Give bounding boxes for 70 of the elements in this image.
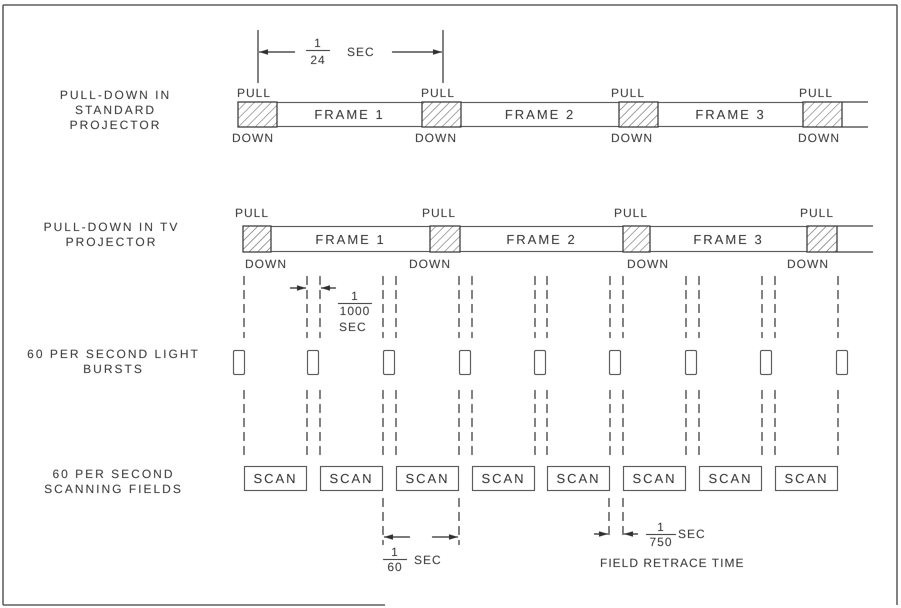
light-burst-box [685,350,697,375]
scan-label: SCAN [632,471,677,486]
fraction-denominator: 1000 [338,304,372,318]
pull-label: PULL [422,206,456,220]
down-label: DOWN [611,131,653,145]
scan-field-box [699,466,762,491]
scan-field-box [472,466,535,491]
film-frame-band [650,226,807,252]
down-label: DOWN [245,257,287,271]
film-frame-band [277,102,422,127]
scan-field-box [547,466,610,491]
frame-label: FRAME 3 [695,107,766,122]
unit-label: SEC [414,553,442,567]
scan-field-box [396,466,459,491]
scan-field-box [244,466,307,491]
pull-label: PULL [421,86,456,100]
pull-label: PULL [800,206,834,220]
fraction-numerator: 1 [383,545,407,560]
pull-label: PULL [799,86,834,100]
scan-field-box [775,466,838,491]
unit-label: SEC [339,320,367,334]
pull-label: PULL [614,206,648,220]
light-burst-box [836,350,848,375]
down-label: DOWN [787,257,829,271]
scan-label: SCAN [556,471,601,486]
light-burst-box [383,350,395,375]
unit-label: SEC [678,527,706,541]
pull-label: PULL [235,206,270,220]
film-frame-band [460,226,623,252]
film-frame-band [271,226,430,252]
scan-field-box [320,466,383,491]
fraction-denominator: 60 [386,560,404,574]
down-label: DOWN [415,131,457,145]
row-label: PULL-DOWN IN TV PROJECTOR [42,220,180,250]
light-burst-box [760,350,772,375]
fraction-numerator: 1 [646,520,676,535]
film-frame-band [658,102,803,127]
frame-label: FRAME 1 [315,232,386,246]
down-label: DOWN [627,257,669,271]
down-label: DOWN [409,257,451,271]
fraction-numerator: 1 [338,289,372,304]
fraction-denominator: 750 [648,535,674,549]
frame-label: FRAME 3 [693,232,764,246]
light-burst-box [609,350,621,375]
down-label: DOWN [232,131,274,145]
row-label: PULL-DOWN IN STANDARD PROJECTOR [58,88,172,133]
light-burst-box [534,350,546,375]
frame-label: FRAME 2 [504,107,576,122]
scan-label: SCAN [405,471,450,486]
fraction-numerator: 1 [306,36,330,51]
down-label: DOWN [798,131,840,145]
unit-label: SEC [347,45,375,59]
fraction-denominator: 24 [309,53,327,67]
scan-label: SCAN [708,471,753,486]
light-burst-box [307,350,319,375]
frame-label: FRAME 1 [314,107,385,122]
pull-label: PULL [237,86,272,100]
row-label: 60 PER SECOND SCANNING FIELDS [43,467,184,497]
scan-label: SCAN [253,471,298,486]
caption-label: FIELD RETRACE TIME [600,556,744,570]
scan-label: SCAN [329,471,374,486]
scan-label: SCAN [784,471,829,486]
film-frame-band [461,102,619,127]
frame-label: FRAME 2 [506,232,577,246]
scan-label: SCAN [481,471,526,486]
scan-field-box [623,466,686,491]
light-burst-box [233,350,245,375]
pull-label: PULL [611,86,646,100]
light-burst-box [459,350,471,375]
row-label: 60 PER SECOND LIGHT BURSTS [26,347,201,377]
